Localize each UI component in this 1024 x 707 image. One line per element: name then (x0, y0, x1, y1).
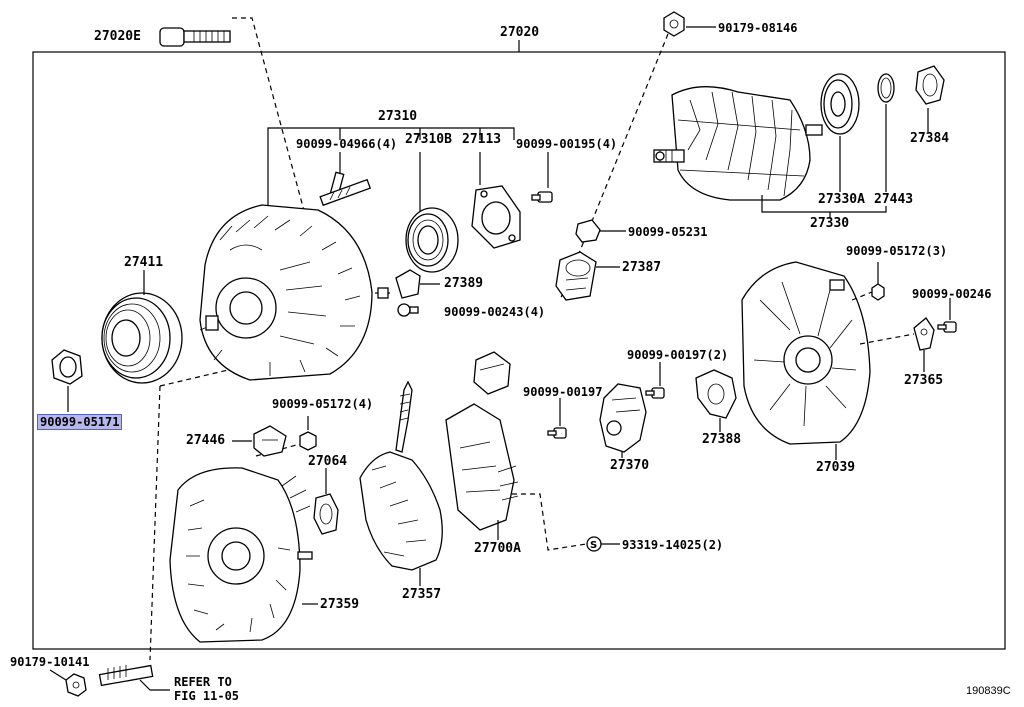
label-27388[interactable]: 27388 (702, 432, 742, 447)
label-27020e[interactable]: 27020E (94, 29, 141, 44)
label-90099-05172-3[interactable]: 90099-05172(3) (846, 244, 948, 258)
label-27389[interactable]: 27389 (444, 276, 484, 291)
cover-27388-icon (695, 369, 737, 419)
label-27446[interactable]: 27446 (186, 433, 226, 448)
screw-symbol-icon: S (586, 536, 602, 552)
nut-05172-4-icon (299, 431, 317, 451)
label-90179-08146[interactable]: 90179-08146 (718, 21, 798, 35)
label-27113[interactable]: 27113 (462, 132, 502, 147)
nut-05171-icon (51, 349, 83, 385)
nut-08146-icon (663, 11, 685, 37)
cover-27384-icon (915, 65, 945, 105)
label-27359[interactable]: 27359 (320, 597, 360, 612)
label-27039[interactable]: 27039 (816, 460, 856, 475)
screw-00195-icon (531, 191, 553, 203)
label-90099-05172-4[interactable]: 90099-05172(4) (272, 397, 374, 411)
label-93319-14025[interactable]: 93319-14025(2) (622, 538, 724, 552)
label-27020[interactable]: 27020 (500, 25, 540, 40)
label-90179-10141[interactable]: 90179-10141 (10, 655, 90, 669)
insulator-27389-icon (395, 269, 421, 299)
cap-27446-icon (253, 425, 287, 457)
label-27330[interactable]: 27330 (810, 216, 850, 231)
screw-00197-2-icon (645, 387, 665, 399)
rectifier-icon (359, 380, 443, 571)
rear-frame-icon (741, 261, 871, 445)
brush-holder-icon (599, 383, 647, 453)
label-90099-00197-2[interactable]: 90099-00197(2) (627, 348, 729, 362)
label-90099-00195[interactable]: 90099-00195(4) (516, 137, 618, 151)
gasket-27064-icon (313, 493, 339, 535)
screw-00246-icon (937, 321, 957, 333)
bolt-27020e-icon (159, 27, 231, 47)
label-90099-05231[interactable]: 90099-05231 (628, 225, 708, 239)
label-90099-00197[interactable]: 90099-00197 (523, 385, 603, 399)
label-27411[interactable]: 27411 (124, 255, 164, 270)
refer-to-label: REFER TO (174, 675, 232, 689)
terminal-05231-icon (575, 219, 601, 243)
label-90099-00246[interactable]: 90099-00246 (912, 287, 992, 301)
label-27365[interactable]: 27365 (904, 373, 944, 388)
bearing-27310b-icon (405, 207, 459, 273)
nut-05172-3-icon (871, 283, 885, 301)
label-90099-05171[interactable]: 90099-05171 (37, 414, 123, 430)
rotor-icon (653, 86, 823, 201)
screw-00197-icon (547, 427, 567, 439)
label-27310[interactable]: 27310 (378, 109, 418, 124)
label-27310b[interactable]: 27310B (405, 132, 452, 147)
regulator-icon (445, 351, 519, 531)
label-90099-00243[interactable]: 90099-00243(4) (444, 305, 546, 319)
stud-bolt-icon (319, 171, 372, 207)
label-27384[interactable]: 27384 (910, 131, 950, 146)
front-housing-icon (199, 204, 373, 381)
label-27330a[interactable]: 27330A (818, 192, 865, 207)
label-27357[interactable]: 27357 (402, 587, 442, 602)
terminal-27365-icon (913, 317, 935, 351)
bearing-27330a-icon (820, 73, 860, 135)
label-27443[interactable]: 27443 (874, 192, 914, 207)
diagram-id: 190839C (966, 685, 1011, 697)
insulator-27387-icon (555, 251, 597, 301)
retainer-plate-icon (471, 185, 521, 249)
label-27370[interactable]: 27370 (610, 458, 650, 473)
pulley-icon (101, 292, 183, 384)
label-27700a[interactable]: 27700A (474, 541, 521, 556)
ring-27443-icon (877, 73, 895, 103)
nut-10141-icon (65, 673, 87, 697)
rear-cover-icon (169, 467, 313, 643)
stud-bolt-bottom-icon (98, 664, 154, 687)
label-90099-04966[interactable]: 90099-04966(4) (296, 137, 398, 151)
refer-fig-link[interactable]: FIG 11-05 (174, 689, 240, 703)
screw-00243-icon (397, 303, 419, 317)
label-27387[interactable]: 27387 (622, 260, 662, 275)
svg-text:S: S (590, 540, 597, 551)
label-27064[interactable]: 27064 (308, 454, 348, 469)
